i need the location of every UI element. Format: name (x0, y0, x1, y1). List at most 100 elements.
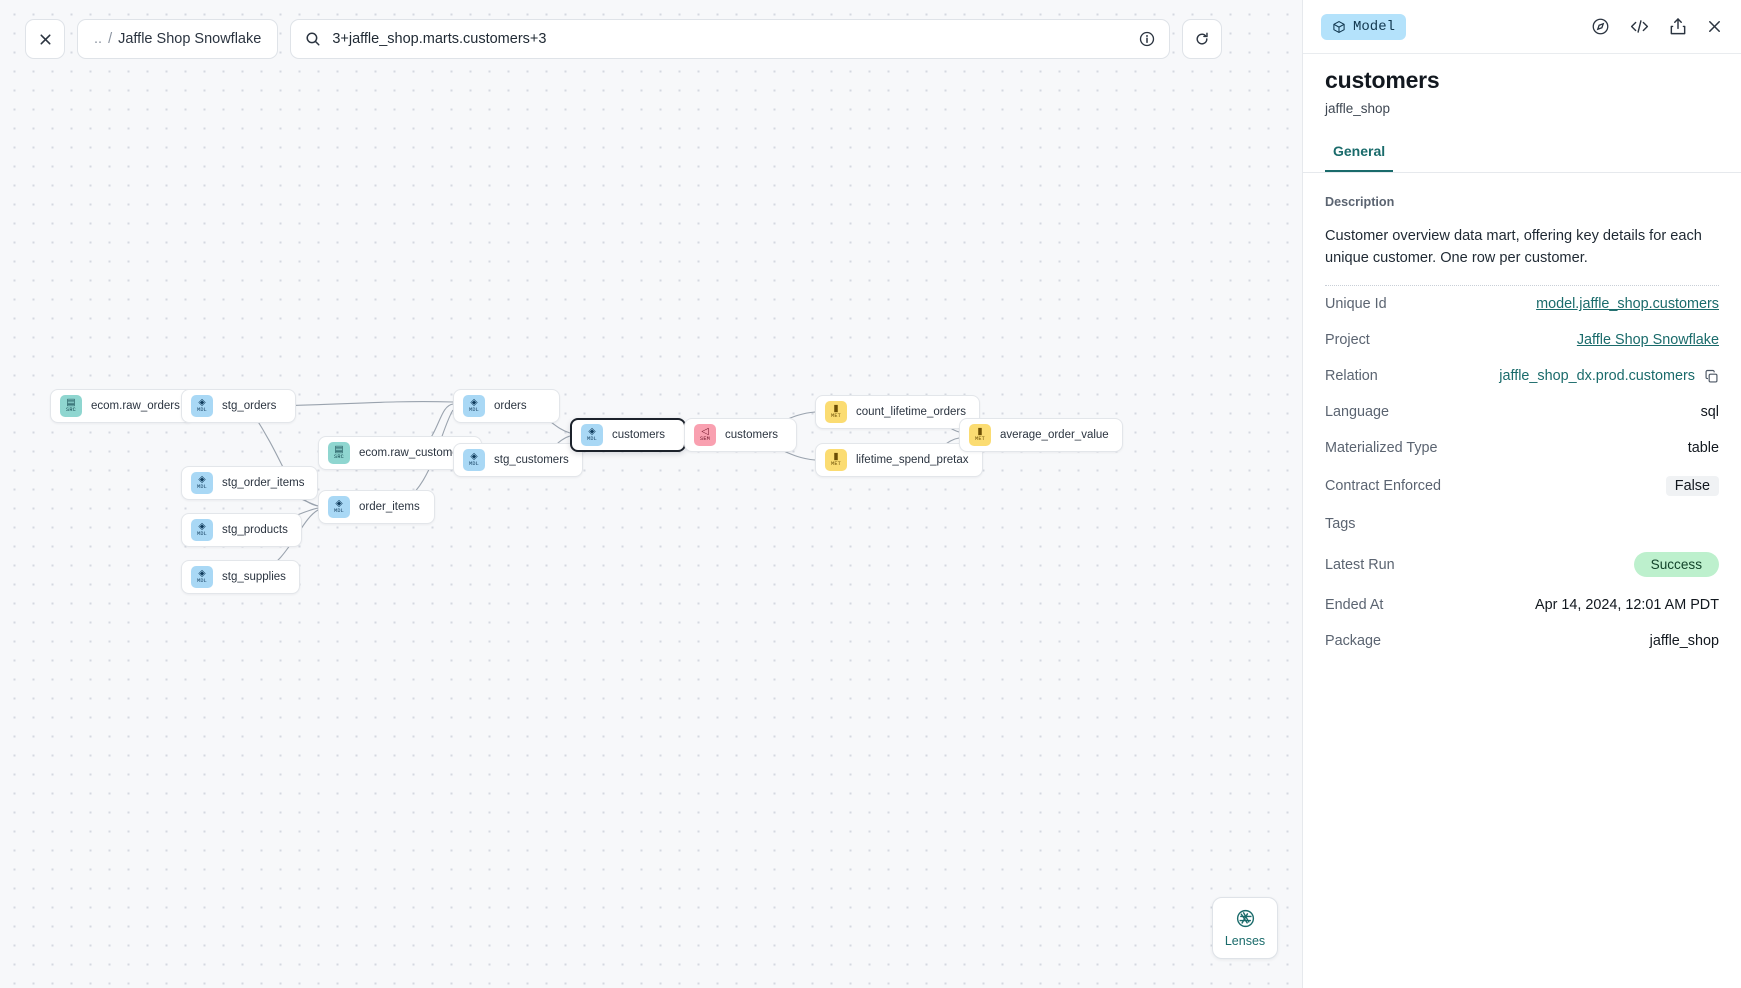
lineage-node-stg_products[interactable]: ◈MDL stg_products (181, 513, 302, 547)
detail-row-key: Latest Run (1325, 556, 1395, 573)
breadcrumb[interactable]: .. / Jaffle Shop Snowflake (77, 19, 279, 59)
detail-row: Unique Id model.jaffle_shop.customers (1325, 286, 1719, 322)
search-bar[interactable] (290, 19, 1171, 59)
copy-icon[interactable] (1704, 369, 1719, 384)
lineage-node-ecom_raw_customers[interactable]: ▤SRC ecom.raw_customers (318, 436, 483, 470)
node-label: stg_products (222, 524, 288, 536)
panel-content: Description Customer overview data mart,… (1303, 173, 1741, 659)
detail-row-key: Ended At (1325, 597, 1384, 614)
node-label: customers (612, 429, 666, 441)
lineage-canvas[interactable]: .. / Jaffle Shop Snowflake (0, 0, 1302, 988)
resource-type-label: Model (1353, 18, 1396, 35)
detail-row-value: sql (1701, 404, 1719, 420)
page-subtitle: jaffle_shop (1325, 101, 1391, 116)
share-icon[interactable] (1669, 17, 1687, 36)
node-type-badge-met-icon: ▮MET (969, 424, 991, 446)
node-type-badge-src-icon: ▤SRC (328, 442, 350, 464)
detail-row-value: Success (1633, 552, 1719, 578)
panel-action-group (1591, 17, 1723, 36)
detail-row-key: Relation (1325, 368, 1378, 385)
close-panel-icon[interactable] (1706, 18, 1723, 35)
aperture-icon (1236, 909, 1254, 928)
node-label: count_lifetime_orders (856, 406, 966, 418)
page-title: customers (1325, 67, 1440, 93)
refresh-icon (1196, 32, 1209, 45)
detail-row: Language sql (1325, 394, 1719, 430)
lenses-button[interactable]: Lenses (1212, 897, 1278, 959)
lineage-node-average_order_value[interactable]: ▮MET average_order_value (959, 418, 1123, 452)
detail-row-value: Jaffle Shop Snowflake (1577, 332, 1719, 348)
node-label: lifetime_spend_pretax (856, 454, 969, 466)
detail-row: Tags (1325, 506, 1719, 542)
detail-row-value-text: Apr 14, 2024, 12:01 AM PDT (1535, 597, 1719, 614)
lineage-node-stg_supplies[interactable]: ◈MDL stg_supplies (181, 560, 300, 594)
panel-header: customers jaffle_shop (1303, 53, 1741, 116)
detail-row-value-text: jaffle_shop (1649, 633, 1719, 650)
node-type-badge-met-icon: ▮MET (825, 401, 847, 423)
node-type-badge-mdl-icon: ◈MDL (328, 496, 350, 518)
resource-type-badge[interactable]: Model (1321, 13, 1407, 40)
panel-toolbar: Model (1303, 0, 1741, 53)
info-icon[interactable] (1139, 31, 1155, 47)
code-icon[interactable] (1629, 17, 1650, 36)
breadcrumb-separator: / (108, 31, 113, 47)
refresh-button[interactable] (1182, 19, 1223, 59)
node-label: stg_order_items (222, 477, 305, 489)
lineage-node-count_lifetime_orders[interactable]: ▮MET count_lifetime_orders (815, 395, 980, 429)
node-type-badge-mdl-icon: ◈MDL (191, 519, 213, 541)
cube-icon (1333, 20, 1345, 33)
node-label: average_order_value (1000, 429, 1109, 441)
breadcrumb-prefix: .. (94, 31, 103, 47)
search-input[interactable] (332, 31, 1129, 47)
detail-row-value-text[interactable]: jaffle_shop_dx.prod.customers (1499, 368, 1695, 385)
node-type-badge-src-icon: ▤SRC (60, 395, 82, 417)
node-label: orders (494, 400, 527, 412)
lineage-node-customers_model[interactable]: ◈MDL customers (570, 418, 686, 452)
node-label: stg_supplies (222, 571, 286, 583)
node-type-badge-mdl-icon: ◈MDL (581, 424, 603, 446)
breadcrumb-project: Jaffle Shop Snowflake (118, 31, 262, 47)
divider (1325, 285, 1719, 287)
lineage-node-orders[interactable]: ◈MDL orders (453, 389, 560, 423)
detail-row-value-text: table (1687, 440, 1719, 457)
lineage-node-lifetime_spend_pretax[interactable]: ▮MET lifetime_spend_pretax (815, 443, 983, 477)
node-type-badge-mdl-icon: ◈MDL (191, 566, 213, 588)
node-type-badge-met-icon: ▮MET (825, 449, 847, 471)
detail-row: Project Jaffle Shop Snowflake (1325, 322, 1719, 358)
detail-row: Ended At Apr 14, 2024, 12:01 AM PDT (1325, 587, 1719, 623)
detail-row-key: Tags (1325, 516, 1356, 533)
detail-row-key: Language (1325, 404, 1390, 421)
explore-icon[interactable] (1591, 17, 1610, 36)
detail-row: Relation jaffle_shop_dx.prod.customers (1325, 358, 1719, 394)
close-lineage-button[interactable] (25, 19, 65, 59)
detail-row-value-text[interactable]: Jaffle Shop Snowflake (1576, 332, 1719, 349)
detail-row-value: Apr 14, 2024, 12:01 AM PDT (1535, 597, 1719, 613)
lenses-label: Lenses (1224, 934, 1266, 948)
node-label: customers (725, 429, 779, 441)
detail-row-key: Project (1325, 332, 1370, 349)
tab-general[interactable]: General (1325, 143, 1394, 172)
description-text: Customer overview data mart, offering ke… (1325, 228, 1702, 267)
canvas-toolbar: .. / Jaffle Shop Snowflake (25, 19, 1223, 59)
detail-row-key: Contract Enforced (1325, 478, 1441, 495)
detail-row-value: jaffle_shop_dx.prod.customers (1499, 368, 1719, 384)
node-type-badge-mdl-icon: ◈MDL (463, 395, 485, 417)
node-label: ecom.raw_customers (359, 447, 469, 459)
detail-row: Package jaffle_shop (1325, 623, 1719, 659)
node-type-badge-mdl-icon: ◈MDL (191, 395, 213, 417)
detail-row-value-text[interactable]: model.jaffle_shop.customers (1536, 296, 1719, 313)
detail-row-key: Unique Id (1325, 296, 1387, 313)
search-icon (306, 32, 320, 46)
detail-row-key: Package (1325, 633, 1382, 650)
detail-row: Latest Run Success (1325, 542, 1719, 587)
panel-tabs: General (1303, 143, 1741, 173)
